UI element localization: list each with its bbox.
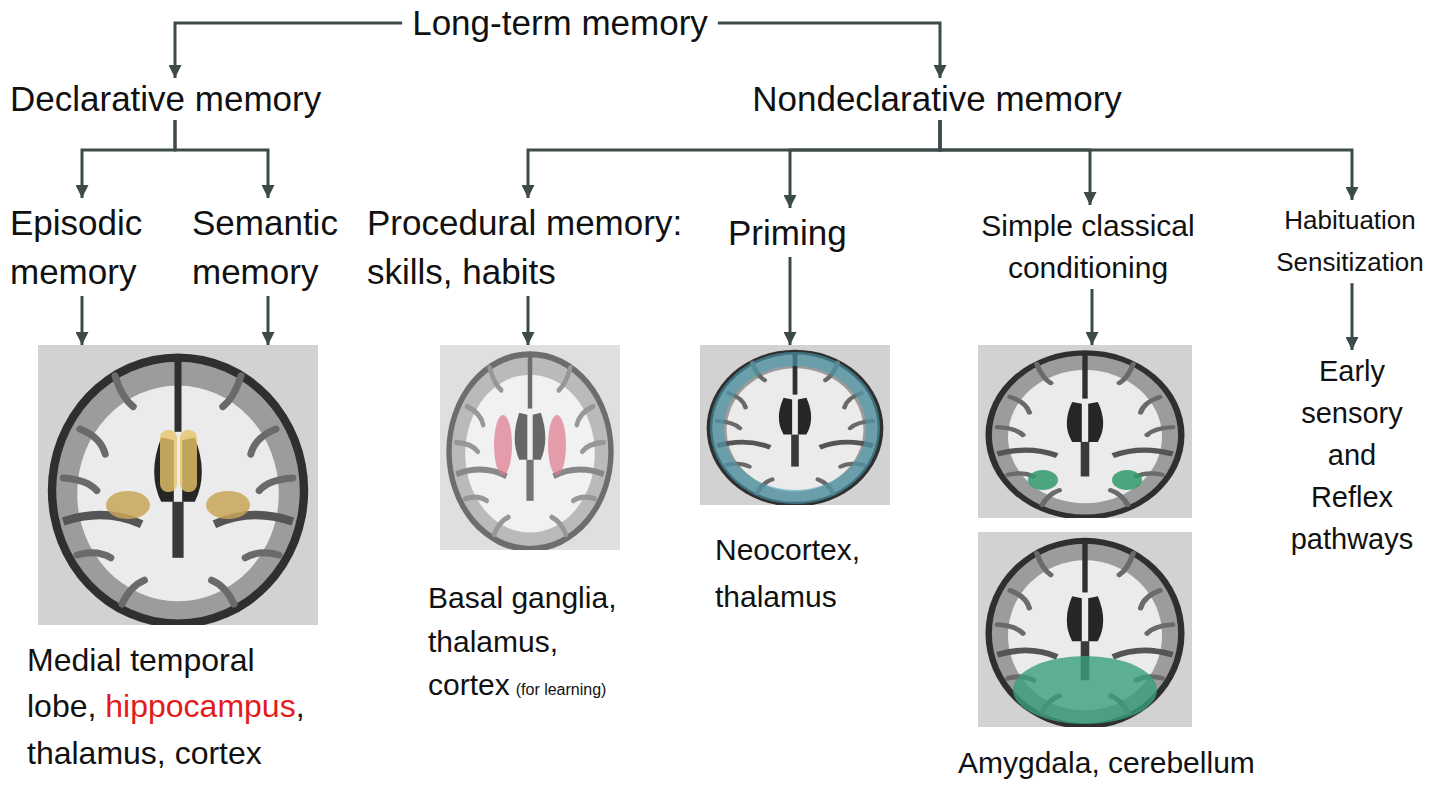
node-label: Early sensory and Reflex pathways [1285,350,1419,560]
connector-arrow [718,23,940,78]
connector-arrow [1091,289,1094,345]
neocortex-highlight [717,359,873,497]
node-label: Neocortex, thalamus [715,527,900,620]
memory-category: Declarative memory [10,78,321,120]
connector-arrow [1351,283,1354,350]
connector-arrow [175,23,402,78]
node-note: (for learning) [516,681,607,698]
node-label: Long-term memory [412,2,708,44]
amygdala-highlight [1028,470,1058,490]
connector-arrow [81,296,84,345]
brain-region: Neocortex, thalamus [700,345,900,620]
node-label: Episodic memory [10,198,175,296]
node-label: Nondeclarative memory [752,78,1122,120]
memory-type: Priming [728,208,847,257]
connector-arrow [82,120,175,198]
connector-arrow [175,120,268,198]
brain-scan [38,345,318,628]
connector-arrow [528,120,940,198]
brain-region: Early sensory and Reflex pathways [1285,350,1419,560]
amygdala-highlight [1112,470,1142,490]
node-label: Procedural memory: skills, habits [367,198,702,296]
connector-arrow [790,120,940,208]
connector-arrow [267,296,270,345]
cerebellum-highlight [1013,656,1157,724]
connector-arrow [527,296,530,345]
connector-arrow [940,120,1352,200]
node-label: Habituation Sensitization [1272,200,1428,283]
basal-ganglia-highlight [548,415,566,475]
memory-type: Simple classical conditioning [968,205,1208,289]
memory-type: Habituation Sensitization [1272,200,1428,283]
basal-ganglia-highlight [494,415,512,475]
scan-wash [440,345,620,550]
highlighted-term: hippocampus [96,688,295,724]
hippocampus-highlight [206,491,250,519]
memory-category: Nondeclarative memory [752,78,1122,120]
node-label: Amygdala, cerebellum [958,743,1280,782]
hippocampus-highlight [106,491,150,519]
node-label: Semantic memory [192,198,360,296]
connector-arrow [789,257,792,345]
memory-type: Episodic memory [10,198,175,296]
node-label: Simple classical conditioning [968,205,1208,289]
brain-region: Basal ganglia, thalamus, cortex(for lear… [426,345,630,707]
brain-region: Amygdala, cerebellum [950,345,1280,782]
node-label: Declarative memory [10,78,321,120]
memory-type: Semantic memory [192,198,360,296]
memory-type: Procedural memory: skills, habits [367,198,702,296]
connector-arrow [940,120,1090,205]
brain-scan [978,532,1192,729]
root-heading: Long-term memory [402,2,718,44]
node-label: Medial temporal lobe, hippocampus, thala… [27,637,312,776]
brain-scan [978,345,1192,520]
brain-scan [700,345,890,507]
brain-region: Medial temporal lobe, hippocampus, thala… [22,345,312,776]
node-label: Priming [728,208,847,257]
brain-scan [440,345,620,552]
thalamus-highlight [180,430,197,492]
thalamus-highlight [160,430,177,492]
